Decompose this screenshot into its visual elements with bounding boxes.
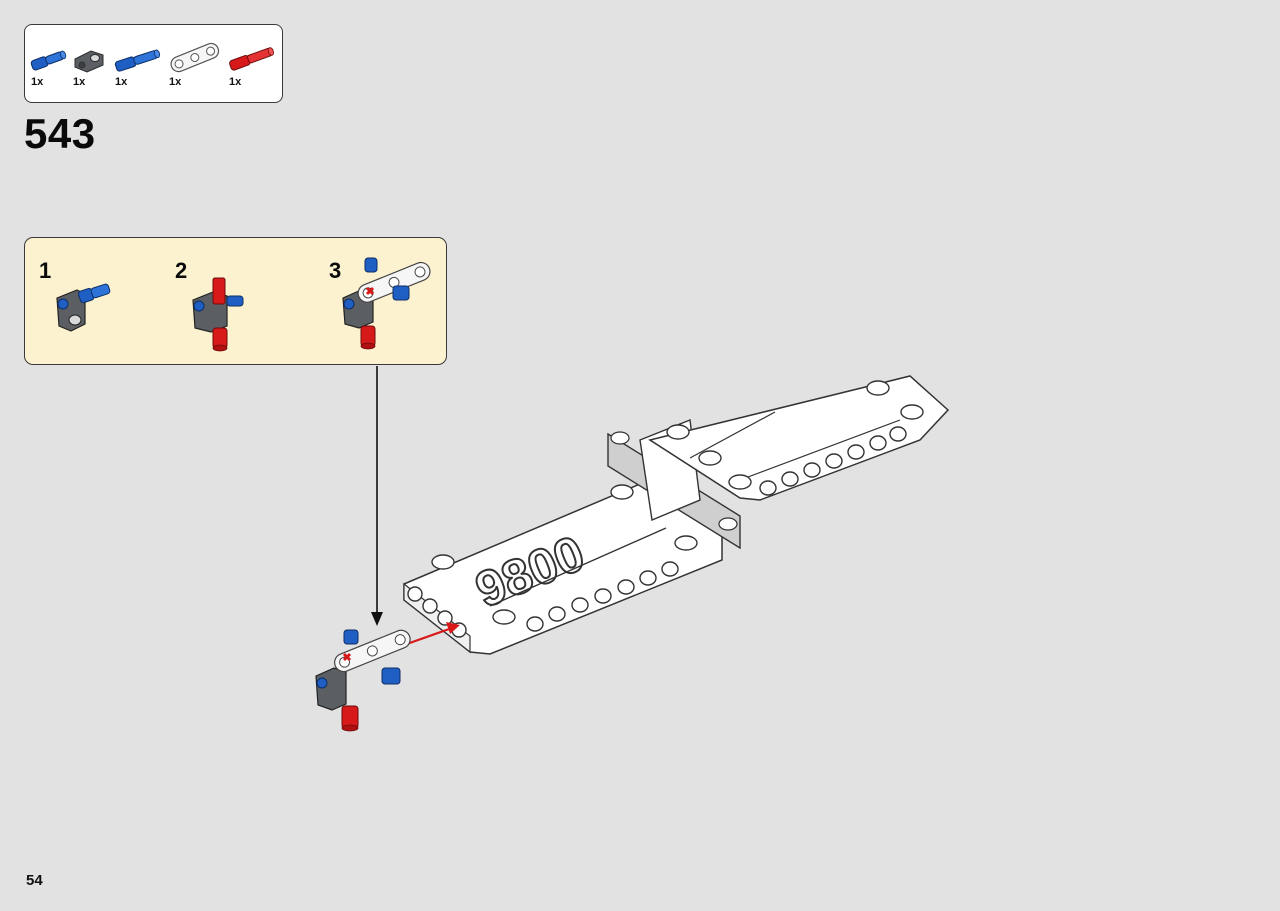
part-white-beam: 1x	[167, 41, 223, 100]
part-red-axle-pin: 1x	[225, 41, 281, 100]
sub-step-number: 1	[39, 258, 52, 283]
upper-panel	[648, 375, 950, 501]
part-qty: 1x	[73, 76, 86, 88]
placed-sub-assembly	[315, 629, 411, 732]
part-qty: 1x	[31, 76, 44, 88]
red-axle-pin-icon	[229, 47, 274, 71]
step-number: 543	[24, 110, 96, 157]
part-qty: 1x	[229, 76, 242, 88]
page-number: 54	[26, 872, 43, 889]
sub-step-number: 2	[175, 258, 188, 283]
sub-step-2-illustration	[192, 277, 244, 352]
blue-long-pin-icon	[114, 49, 161, 72]
part-blue-long-pin: 1x	[113, 45, 163, 100]
gray-connector-icon	[74, 50, 104, 73]
part-qty: 1x	[169, 76, 182, 88]
sub-step-3-illustration	[342, 257, 431, 350]
blue-axle-pin-icon	[30, 50, 67, 71]
sub-step-number: 3	[329, 258, 342, 283]
sub-step-1-illustration	[56, 283, 111, 332]
sub-assembly-box: 1 2 3	[24, 237, 447, 365]
direction-arrow-red	[403, 622, 460, 647]
white-beam-icon	[170, 42, 220, 73]
parts-list-box: 1x 1x 1x 1x	[24, 24, 283, 103]
part-qty: 1x	[115, 76, 128, 88]
part-blue-axle-pin: 1x	[29, 45, 69, 100]
part-dark-gray-connector: 1x	[71, 45, 111, 100]
placement-arrow-head	[371, 612, 383, 626]
